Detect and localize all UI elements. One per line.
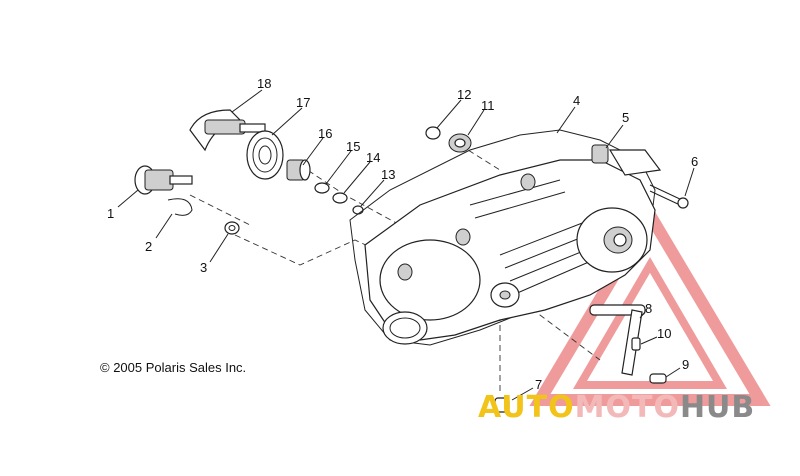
callout-5: 5 (622, 110, 629, 125)
part-seal-12 (425, 126, 441, 140)
callout-11: 11 (481, 98, 495, 113)
callout-6: 6 (691, 154, 698, 169)
watermark-moto: MOTO (574, 390, 680, 425)
callout-15: 15 (346, 139, 360, 154)
callout-13: 13 (381, 167, 395, 182)
part-kick-shaft (189, 109, 266, 152)
callout-16: 16 (318, 126, 332, 141)
part-washer-15 (314, 182, 330, 194)
watermark-hub: HUB (679, 390, 756, 425)
part-drain-plug (494, 397, 510, 413)
callout-3: 3 (200, 260, 207, 275)
callout-17: 17 (296, 95, 310, 110)
callout-14: 14 (366, 150, 380, 165)
callout-1: 1 (107, 206, 114, 221)
part-rubber (649, 373, 667, 384)
callout-10: 10 (657, 326, 671, 341)
part-bushing (286, 159, 311, 181)
watermark-logo: AUTOMOTOHUB (478, 390, 755, 425)
part-bearing-11 (448, 133, 472, 153)
part-bolt (649, 184, 689, 209)
part-clutch-cover (364, 144, 662, 345)
callout-7: 7 (535, 377, 542, 392)
part-starter-gear (134, 165, 193, 195)
callout-4: 4 (573, 93, 580, 108)
part-pin (631, 337, 641, 351)
callout-18: 18 (257, 76, 271, 91)
callout-12: 12 (457, 87, 471, 102)
leader-lines (117, 89, 695, 401)
part-washer-14 (332, 192, 348, 204)
watermark-auto: AUTO (478, 390, 575, 425)
part-clip (167, 198, 193, 216)
part-washer (224, 221, 240, 235)
callout-labels: 1 2 3 4 5 6 7 8 9 10 11 12 13 14 15 16 1… (107, 76, 698, 392)
callout-2: 2 (145, 239, 152, 254)
part-spring (246, 130, 284, 180)
copyright-notice: © 2005 Polaris Sales Inc. (100, 360, 247, 375)
part-clip-13 (352, 205, 364, 215)
callout-8: 8 (645, 301, 652, 316)
callout-9: 9 (682, 357, 689, 372)
